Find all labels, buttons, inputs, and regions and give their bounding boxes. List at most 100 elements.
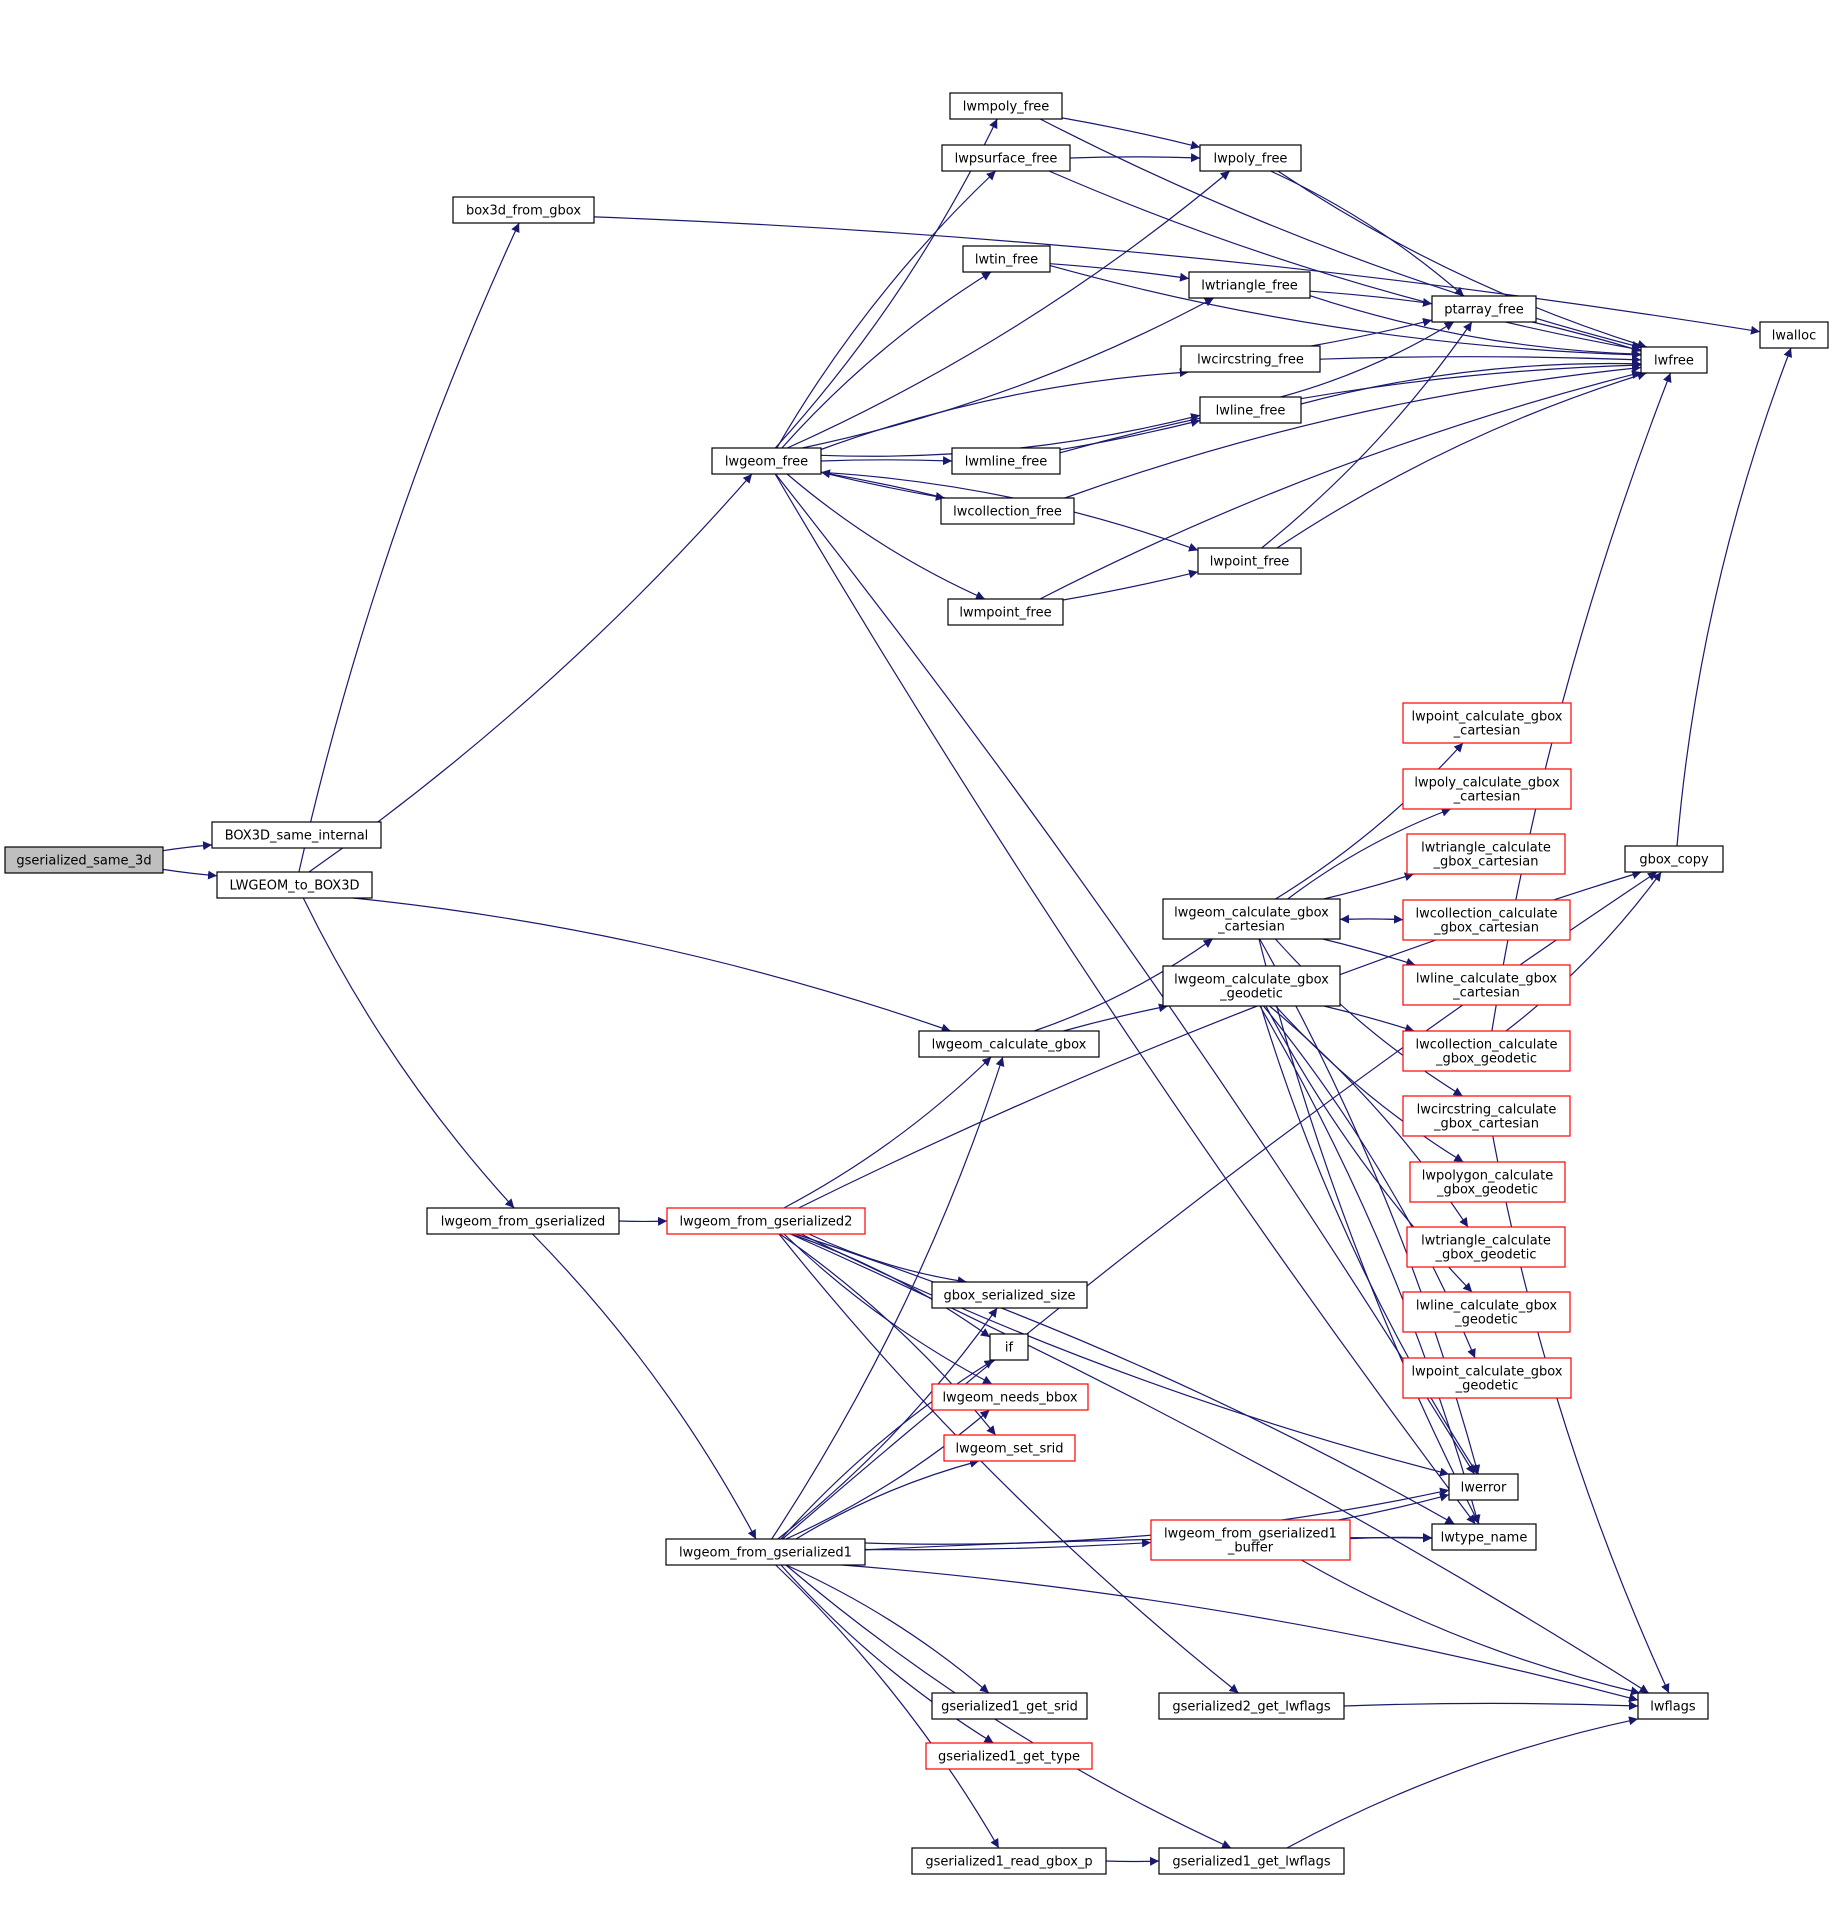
node-gbox_serialized_size[interactable]: gbox_serialized_size [931,1281,1088,1309]
edge-lwgeom_calculate_gbox_cartesian-to-lwtype_name [1258,938,1480,1525]
node-box [925,1742,1093,1770]
node-lwpoint_free[interactable]: lwpoint_free [1197,547,1302,575]
edge-lwgeom_free-to-lwerror [775,473,1475,1475]
node-lwmpoly_free[interactable]: lwmpoly_free [949,92,1063,120]
node-label: lwfree [1654,354,1694,369]
node-lwmpoint_free[interactable]: lwmpoint_free [947,598,1064,626]
edge-lwgeom_free-to-lwtin_free [781,271,992,449]
node-box [931,1692,1088,1720]
node-lwgeom_calculate_gbox_cartesian[interactable]: lwgeom_calculate_gbox_cartesian [1162,898,1341,940]
node-label: _cartesian [1452,986,1520,1001]
node-lwgeom_free[interactable]: lwgeom_free [711,447,822,475]
node-box [1402,1095,1571,1137]
node-lwgeom_from_gserialized2[interactable]: lwgeom_from_gserialized2 [666,1207,866,1235]
node-lwgeom_from_gserialized1[interactable]: lwgeom_from_gserialized1 [665,1538,866,1566]
node-BOX3D_same_internal[interactable]: BOX3D_same_internal [211,821,382,849]
node-label: lwmpoly_free [963,100,1050,115]
node-label: lwtin_free [975,253,1038,268]
node-label: _geodetic [1219,987,1283,1002]
node-label: lwtriangle_free [1201,279,1298,294]
node-lwpsurface_free[interactable]: lwpsurface_free [941,144,1071,172]
node-lwgeom_needs_bbox[interactable]: lwgeom_needs_bbox [931,1383,1089,1411]
node-lwerror[interactable]: lwerror [1448,1473,1519,1501]
node-lwline_calculate_gbox_geodetic[interactable]: lwline_calculate_gbox_geodetic [1402,1291,1571,1333]
node-lwpoint_calculate_gbox_cartesian[interactable]: lwpoint_calculate_gbox_cartesian [1402,702,1572,744]
node-lwtriangle_calculate_gbox_geodetic[interactable]: lwtriangle_calculate_gbox_geodetic [1406,1226,1566,1268]
node-label: lwpsurface_free [955,152,1058,167]
node-lwflags[interactable]: lwflags [1637,1692,1709,1720]
node-box [1402,964,1571,1006]
node-lwpoly_calculate_gbox_cartesian[interactable]: lwpoly_calculate_gbox_cartesian [1402,768,1572,810]
edge-lwgeom_from_gserialized1-to-lwgeom_set_srid [795,1458,980,1540]
node-lwtriangle_free[interactable]: lwtriangle_free [1188,271,1311,299]
node-lwline_free[interactable]: lwline_free [1199,396,1302,424]
edge-ptarray_free-to-lwfree [1532,321,1642,353]
edge-lwgeom_calculate_gbox_cartesian-to-lwline_calculate_gbox_cartesian [1322,938,1416,967]
edge-lwmline_free-to-lwline_free [1059,418,1201,451]
node-gserialized1_get_srid[interactable]: gserialized1_get_srid [931,1692,1088,1720]
node-gserialized1_read_gbox_p[interactable]: gserialized1_read_gbox_p [911,1847,1107,1875]
node-box [949,92,1063,120]
node-box [918,1030,1100,1058]
node-box [711,447,822,475]
node-layer: gserialized_same_3dBOX3D_same_internalLW… [4,92,1829,1875]
node-gserialized2_get_lwflags[interactable]: gserialized2_get_lwflags [1158,1692,1345,1720]
node-lwpoly_free[interactable]: lwpoly_free [1199,144,1302,172]
node-box [1162,965,1341,1007]
node-label: lwgeom_from_gserialized1 [679,1546,852,1561]
edge-lwgeom_from_gserialized1-to-gbox_copy [782,871,1658,1540]
node-label: box3d_from_gbox [466,204,581,219]
node-lwgeom_set_srid[interactable]: lwgeom_set_srid [943,1434,1076,1462]
node-lwcollection_free[interactable]: lwcollection_free [940,497,1075,525]
edge-gbox_copy-to-lwalloc [1676,347,1792,847]
node-box [211,821,382,849]
node-box [1199,144,1302,172]
node-lwfree[interactable]: lwfree [1640,346,1708,374]
node-lwgeom_from_gserialized1_buffer[interactable]: lwgeom_from_gserialized1_buffer [1150,1519,1351,1561]
edge-lwgeom_free-to-lwtriangle_free [802,297,1215,449]
node-lwtin_free[interactable]: lwtin_free [962,245,1051,273]
node-lwcircstring_calculate_gbox_cartesian[interactable]: lwcircstring_calculate_gbox_cartesian [1402,1095,1571,1137]
node-box3d_from_gbox[interactable]: box3d_from_gbox [452,196,595,224]
node-box [931,1383,1089,1411]
node-lwcollection_calculate_gbox_cartesian[interactable]: lwcollection_calculate_gbox_cartesian [1402,899,1571,941]
node-lwpoint_calculate_gbox_geodetic[interactable]: lwpoint_calculate_gbox_geodetic [1402,1357,1572,1399]
edge-lwgeom_from_gserialized2-to-gbox_serialized_size [808,1233,967,1286]
edge-LWGEOM_to_BOX3D-to-box3d_from_gbox [298,222,520,873]
edge-lwgeom_from_gserialized1-to-gserialized1_get_srid [785,1564,990,1694]
node-gserialized1_get_lwflags[interactable]: gserialized1_get_lwflags [1158,1847,1345,1875]
node-lwalloc[interactable]: lwalloc [1759,321,1829,349]
node-lwline_calculate_gbox_cartesian[interactable]: lwline_calculate_gbox_cartesian [1402,964,1571,1006]
node-label: lwflags [1650,1700,1696,1715]
node-gserialized1_get_type[interactable]: gserialized1_get_type [925,1742,1093,1770]
node-lwpolygon_calculate_gbox_geodetic[interactable]: lwpolygon_calculate_gbox_geodetic [1409,1161,1566,1203]
node-lwcircstring_free[interactable]: lwcircstring_free [1180,345,1321,373]
node-lwgeom_calculate_gbox[interactable]: lwgeom_calculate_gbox [918,1030,1100,1058]
node-lwgeom_from_gserialized[interactable]: lwgeom_from_gserialized [426,1207,620,1235]
edge-lwpsurface_free-to-lwfree [1048,170,1642,353]
node-label: lwline_calculate_gbox [1416,1299,1558,1314]
node-lwtriangle_calculate_gbox_cartesian[interactable]: lwtriangle_calculate_gbox_cartesian [1406,833,1566,875]
node-box [4,846,164,874]
edge-box3d_from_gbox-to-lwalloc [593,216,1761,335]
node-label: lwalloc [1772,329,1817,344]
node-ptarray_free[interactable]: ptarray_free [1431,295,1537,323]
node-LWGEOM_to_BOX3D[interactable]: LWGEOM_to_BOX3D [216,871,373,899]
edge-LWGEOM_to_BOX3D-to-lwgeom_calculate_gbox [352,897,951,1033]
edge-lwgeom_from_gserialized1-to-if [780,1359,994,1540]
node-label: lwmpoint_free [959,606,1051,621]
edge-lwgeom_free-to-lwpsurface_free [776,170,997,449]
edge-lwgeom_calculate_gbox_cartesian-to-lwcircstring_calculate_gbox_cartesian [1274,938,1463,1097]
edge-lwgeom_from_gserialized2-to-lwerror [800,1233,1450,1477]
node-label: lwgeom_calculate_gbox [1174,973,1329,988]
node-box [1431,1523,1537,1551]
node-gbox_copy[interactable]: gbox_copy [1624,845,1724,873]
node-lwmline_free[interactable]: lwmline_free [951,447,1061,475]
node-box [1448,1473,1519,1501]
node-label: LWGEOM_to_BOX3D [230,879,360,894]
node-lwgeom_calculate_gbox_geodetic[interactable]: lwgeom_calculate_gbox_geodetic [1162,965,1341,1007]
node-if[interactable]: if [989,1333,1029,1361]
edge-lwgeom_from_gserialized1-to-lwgeom_calculate_gbox [771,1056,1005,1540]
node-lwtype_name[interactable]: lwtype_name [1431,1523,1537,1551]
node-lwcollection_calculate_gbox_geodetic[interactable]: lwcollection_calculate_gbox_geodetic [1402,1030,1571,1072]
